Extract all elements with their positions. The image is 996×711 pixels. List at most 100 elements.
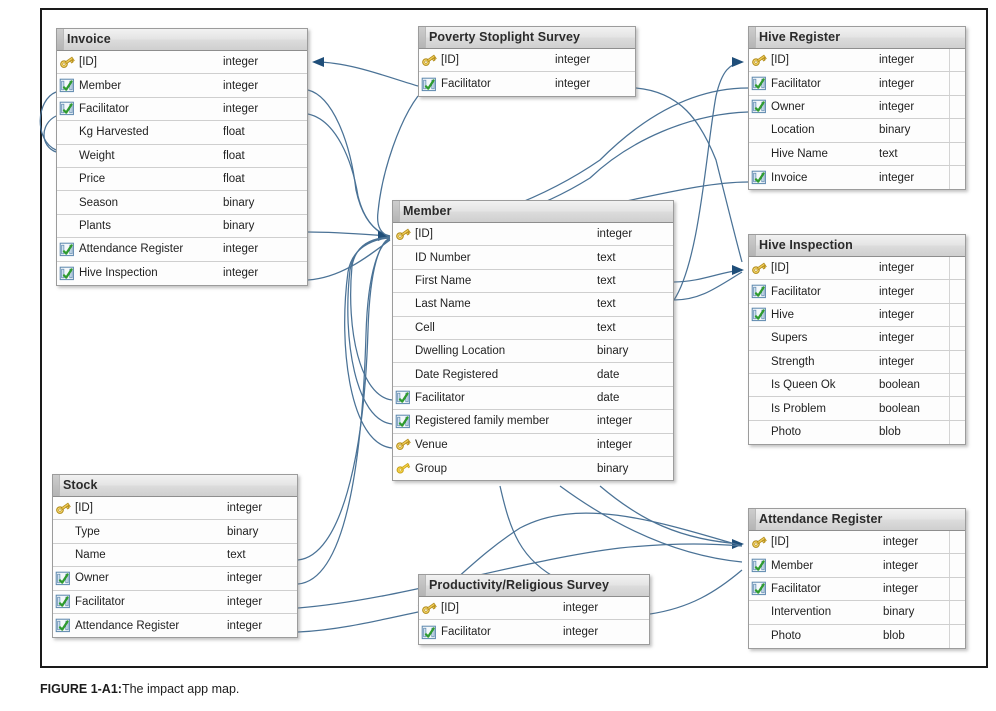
no-icon <box>749 142 771 165</box>
no-icon <box>749 421 771 444</box>
field-type: integer <box>879 332 915 345</box>
field-type: integer <box>563 626 599 639</box>
field-name: Dwelling Location <box>415 345 506 358</box>
no-icon <box>749 350 771 373</box>
field-type: integer <box>879 285 915 298</box>
field-type: integer <box>879 100 915 113</box>
field-type: integer <box>223 267 259 280</box>
foreign-key-icon <box>749 303 771 326</box>
field-type: date <box>597 391 620 404</box>
entity-table-header-member: Member <box>393 201 673 223</box>
field-spacer-column <box>949 577 972 601</box>
foreign-key-icon <box>57 262 79 285</box>
field-spacer-column <box>949 95 972 119</box>
foreign-key-icon <box>393 410 415 433</box>
no-icon <box>749 601 771 624</box>
field-row[interactable]: [ID]integer <box>53 497 297 521</box>
field-type: date <box>597 368 620 381</box>
foreign-key-icon <box>749 166 771 189</box>
no-icon <box>57 191 79 214</box>
field-name: Cell <box>415 321 435 334</box>
field-row[interactable]: [ID]integer <box>419 49 635 73</box>
field-type: integer <box>879 355 915 368</box>
field-type: float <box>223 126 245 139</box>
no-icon <box>53 520 75 543</box>
field-spacer-column <box>949 165 972 190</box>
field-row[interactable]: Hive Inspection integer <box>57 261 307 285</box>
field-name: Hive Inspection <box>79 267 158 280</box>
field-spacer-column <box>949 280 972 303</box>
entity-table-productivity-religious-survey[interactable]: Productivity/Religious Survey[ID]integer… <box>418 574 650 645</box>
foreign-key-icon <box>393 386 415 409</box>
field-spacer-column <box>949 303 972 327</box>
no-icon <box>57 168 79 191</box>
field-type: integer <box>563 602 599 615</box>
field-row[interactable]: [ID]integer <box>57 51 307 75</box>
field-name: [ID] <box>771 54 789 67</box>
field-row[interactable]: [ID]integer <box>749 49 965 73</box>
field-row[interactable]: [ID]integer <box>749 257 965 281</box>
field-row[interactable]: [ID]integer <box>419 597 649 621</box>
entity-table-title: Invoice <box>67 32 111 46</box>
field-spacer-column <box>949 420 972 445</box>
field-type: integer <box>223 56 259 69</box>
field-row[interactable]: [ID]integer <box>749 531 965 555</box>
field-row[interactable]: [ID]integer <box>393 223 673 247</box>
figure-caption-label: FIGURE 1-A1: <box>40 682 122 696</box>
field-name: Facilitator <box>79 102 129 115</box>
foreign-key-icon <box>53 567 75 590</box>
no-icon <box>53 543 75 566</box>
entity-table-header-hive-inspection: Hive Inspection <box>749 235 965 257</box>
field-type: text <box>597 298 616 311</box>
field-name: Registered family member <box>415 415 550 428</box>
